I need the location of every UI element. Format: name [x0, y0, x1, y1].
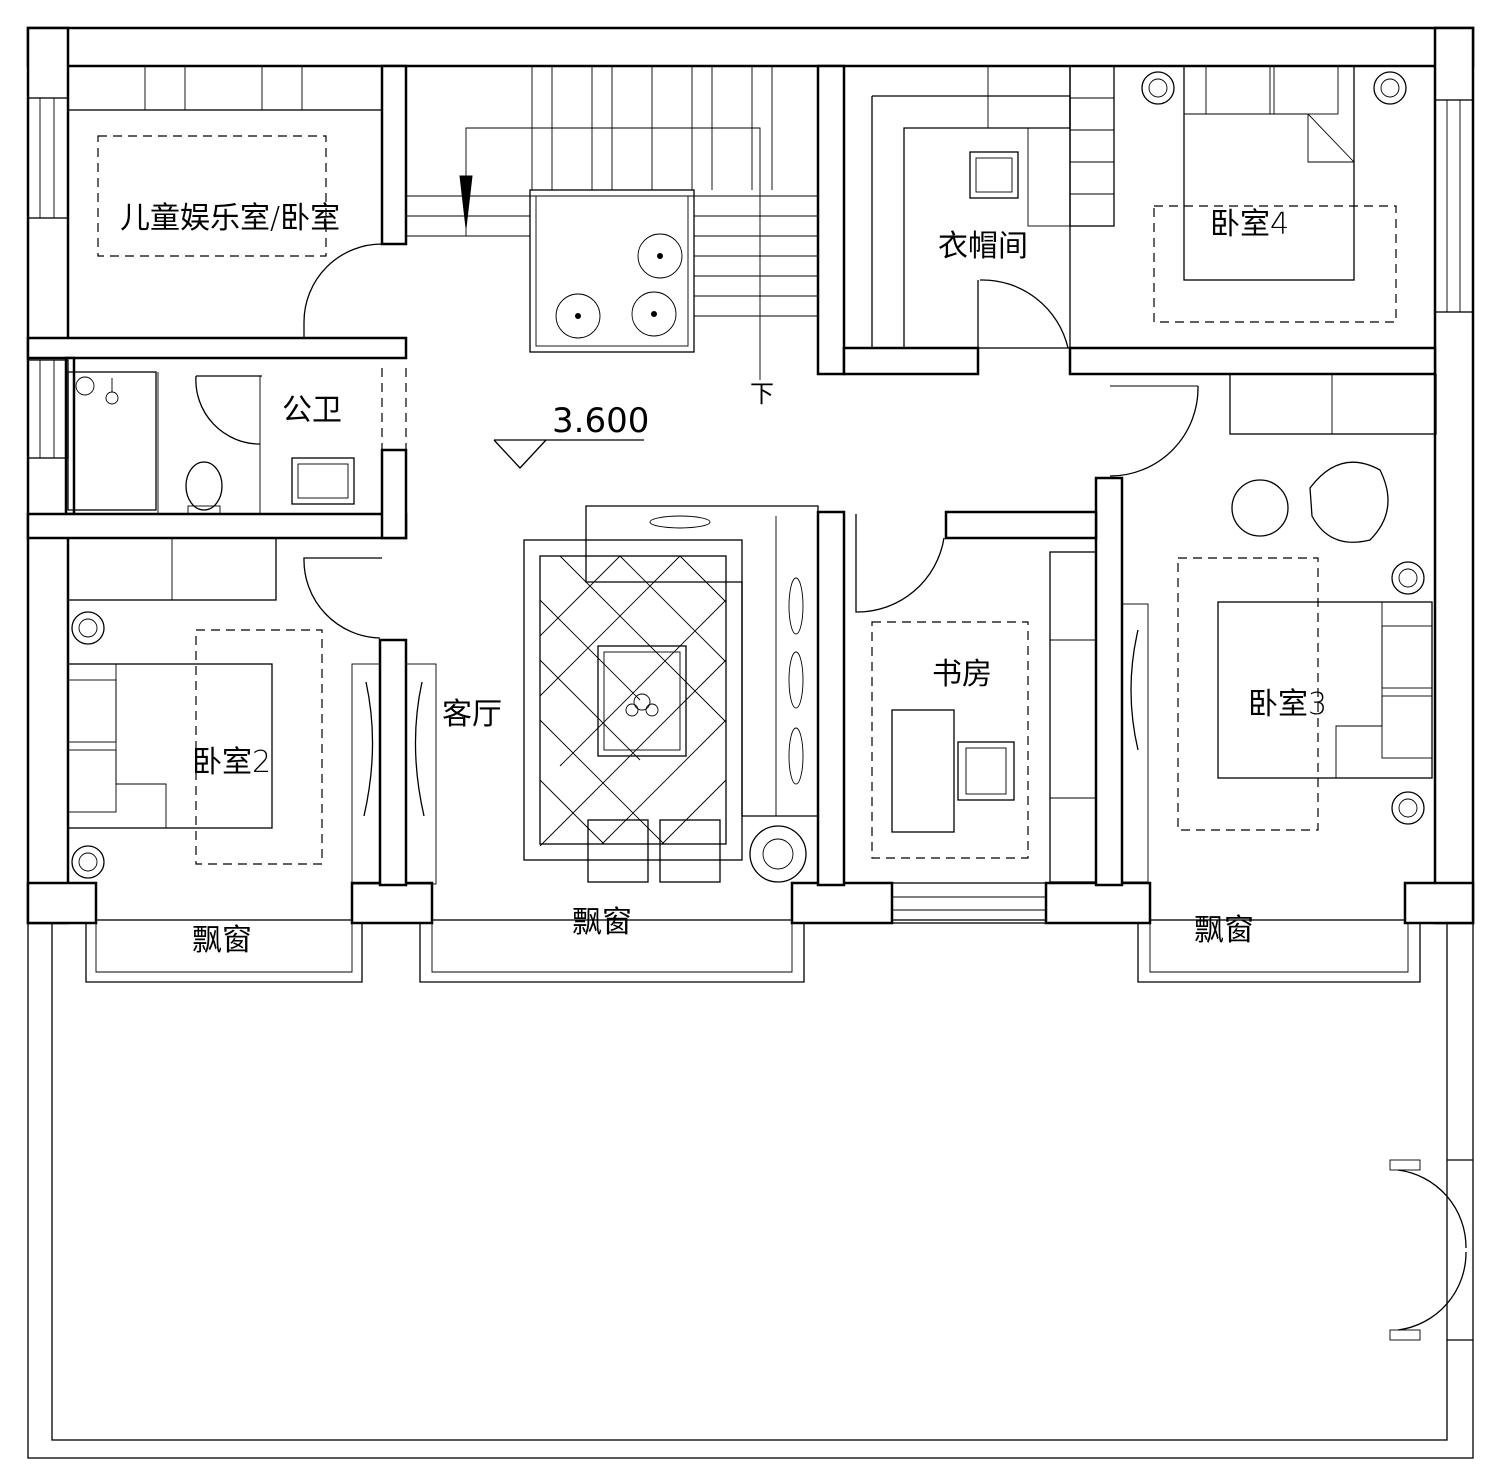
- bathroom: [67, 368, 407, 515]
- label-study: 书房: [932, 657, 992, 692]
- side-windows: [27, 97, 1474, 459]
- label-stair-direction: 下: [750, 380, 774, 408]
- label-bedroom4: 卧室4: [1210, 207, 1289, 242]
- bedroom3: [1121, 373, 1437, 883]
- living-room: [405, 505, 819, 885]
- staircase: [406, 66, 818, 380]
- label-cloakroom: 衣帽间: [938, 229, 1028, 264]
- bay-window-frames: [85, 882, 1421, 983]
- label-bathroom: 公卫: [282, 393, 342, 428]
- walls: [26, 26, 1475, 925]
- study: [855, 514, 1097, 883]
- bedroom2: [67, 537, 382, 885]
- cloakroom: [843, 65, 1115, 374]
- corridor-door: [1109, 385, 1199, 477]
- label-bedroom2: 卧室2: [192, 745, 271, 780]
- kids-room: [67, 65, 383, 338]
- bedroom4: [1141, 65, 1407, 323]
- label-elevation: 3.600: [552, 401, 649, 441]
- label-bedroom3: 卧室3: [1248, 687, 1327, 722]
- label-bay-window-center: 飘窗: [572, 905, 632, 940]
- elevation-marker: [493, 439, 644, 469]
- outer-boundary: [27, 27, 1474, 1459]
- label-bay-window-left: 飘窗: [192, 923, 252, 958]
- label-kids-room: 儿童娱乐室/卧室: [120, 201, 340, 236]
- label-bay-window-right: 飘窗: [1194, 913, 1254, 948]
- terrace-door: [1389, 1159, 1467, 1341]
- planter-icon: [555, 233, 683, 339]
- label-living-room: 客厅: [442, 697, 502, 732]
